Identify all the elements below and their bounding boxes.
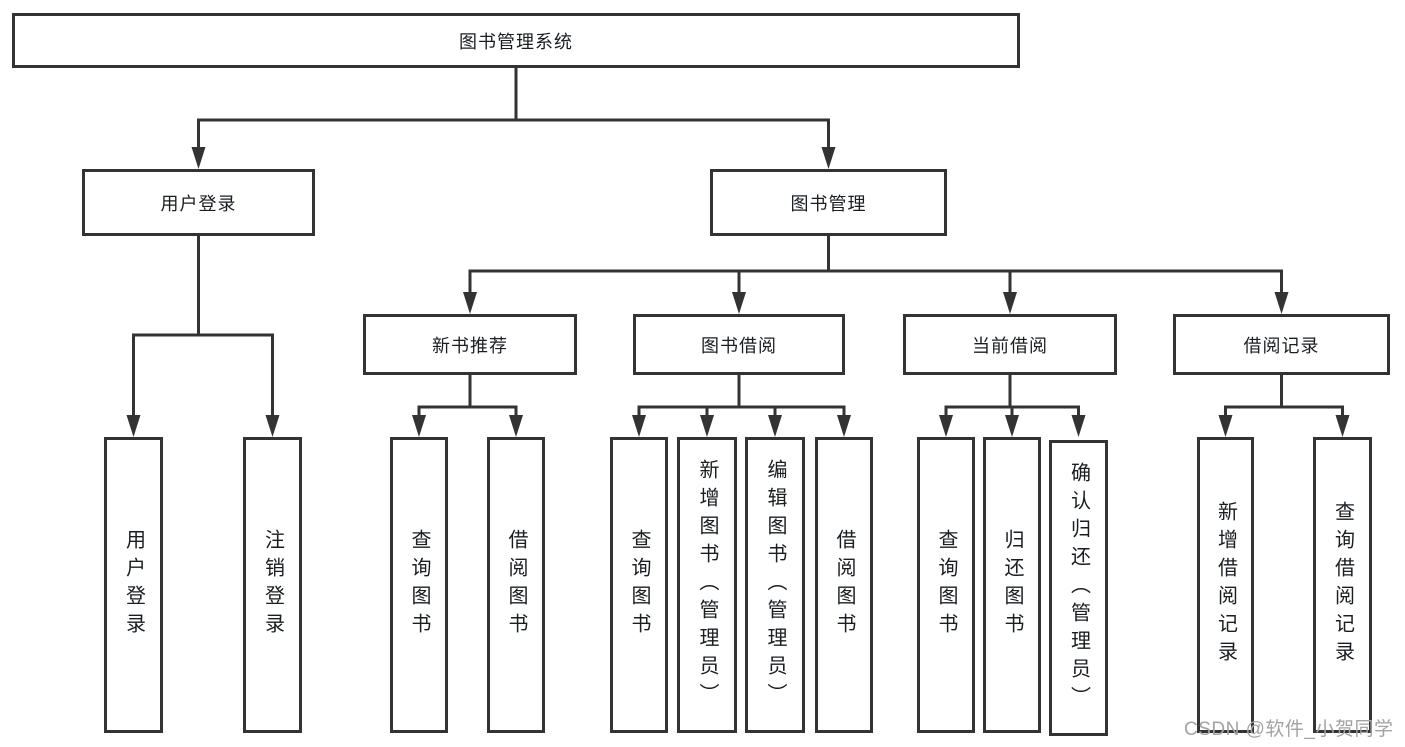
arrowhead-borrowing-records (1274, 292, 1289, 314)
arrowhead-leaf-return-books (1005, 415, 1019, 437)
arrowhead-user-login (191, 147, 206, 169)
leaf-query-books-3-label: 查询图书 (935, 529, 957, 641)
arrowhead-leaf-query-borrow-record (1335, 415, 1350, 437)
leaf-edit-books-admin: 编辑图书（管理员） (745, 437, 805, 733)
node-new-book-recommendation-label: 新书推荐 (432, 335, 508, 356)
arrowhead-leaf-edit-books (768, 415, 782, 437)
arrowhead-leaf-logout (265, 415, 280, 437)
arrowhead-leaf-add-books (700, 415, 714, 437)
node-current-borrowing: 当前借阅 (903, 314, 1117, 375)
leaf-return-books-label: 归还图书 (1001, 529, 1023, 641)
leaf-query-books-2-label: 查询图书 (628, 529, 650, 641)
leaf-confirm-return-admin: 确认归还（管理员） (1049, 440, 1108, 736)
leaf-add-borrow-record-label: 新增借阅记录 (1214, 501, 1237, 669)
leaf-add-borrow-record: 新增借阅记录 (1197, 437, 1254, 733)
node-book-management-label: 图书管理 (790, 193, 867, 214)
leaf-edit-books-admin-label: 编辑图书（管理员） (764, 459, 786, 711)
leaf-user-login-label: 用户登录 (122, 529, 145, 641)
node-borrowing-records-label: 借阅记录 (1243, 335, 1320, 356)
leaf-query-borrow-record-label: 查询借阅记录 (1331, 501, 1354, 669)
node-user-login: 用户登录 (82, 169, 315, 236)
arrowhead-leaf-add-borrow-record (1218, 415, 1233, 437)
arrowhead-leaf-confirm-return (1071, 415, 1086, 437)
leaf-query-borrow-record: 查询借阅记录 (1313, 437, 1372, 733)
arrowhead-book-borrowing (732, 292, 746, 314)
leaf-borrow-books-2-label: 借阅图书 (833, 529, 855, 641)
leaf-borrow-books-1-label: 借阅图书 (505, 529, 527, 641)
arrowhead-leaf-borrow-books-2 (837, 415, 851, 437)
node-user-login-label: 用户登录 (160, 193, 237, 214)
node-book-borrowing-label: 图书借阅 (701, 335, 777, 356)
leaf-logout: 注销登录 (243, 437, 302, 733)
arrowhead-leaf-query-books-3 (939, 415, 953, 437)
arrowhead-book-management (821, 147, 836, 169)
leaf-return-books: 归还图书 (983, 437, 1041, 733)
arrowhead-leaf-query-books-1 (412, 415, 426, 437)
node-library-management-system-label: 图书管理系统 (459, 31, 573, 52)
node-library-management-system: 图书管理系统 (12, 13, 1020, 68)
node-borrowing-records: 借阅记录 (1173, 314, 1390, 375)
leaf-query-books-3: 查询图书 (917, 437, 975, 733)
leaf-add-books-admin-label: 新增图书（管理员） (696, 459, 718, 711)
node-current-borrowing-label: 当前借阅 (972, 335, 1048, 356)
leaf-query-books-1-label: 查询图书 (408, 529, 430, 641)
leaf-user-login: 用户登录 (104, 437, 163, 733)
arrowhead-leaf-user-login (126, 415, 141, 437)
watermark: CSDN @软件_小贺同学 (1184, 719, 1394, 740)
leaf-borrow-books-2: 借阅图书 (815, 437, 873, 733)
node-book-management: 图书管理 (710, 169, 947, 236)
arrowhead-leaf-query-books-2 (632, 415, 646, 437)
arrowhead-leaf-borrow-books-1 (509, 415, 523, 437)
node-book-borrowing: 图书借阅 (633, 314, 845, 375)
arrowhead-current-borrowing (1003, 292, 1017, 314)
leaf-confirm-return-admin-label: 确认归还（管理员） (1067, 462, 1090, 714)
leaf-logout-label: 注销登录 (261, 529, 284, 641)
leaf-borrow-books-1: 借阅图书 (487, 437, 545, 733)
node-new-book-recommendation: 新书推荐 (363, 314, 577, 375)
leaf-query-books-1: 查询图书 (390, 437, 448, 733)
leaf-add-books-admin: 新增图书（管理员） (677, 437, 737, 733)
arrowhead-new-book-recommendation (463, 292, 477, 314)
leaf-query-books-2: 查询图书 (610, 437, 668, 733)
